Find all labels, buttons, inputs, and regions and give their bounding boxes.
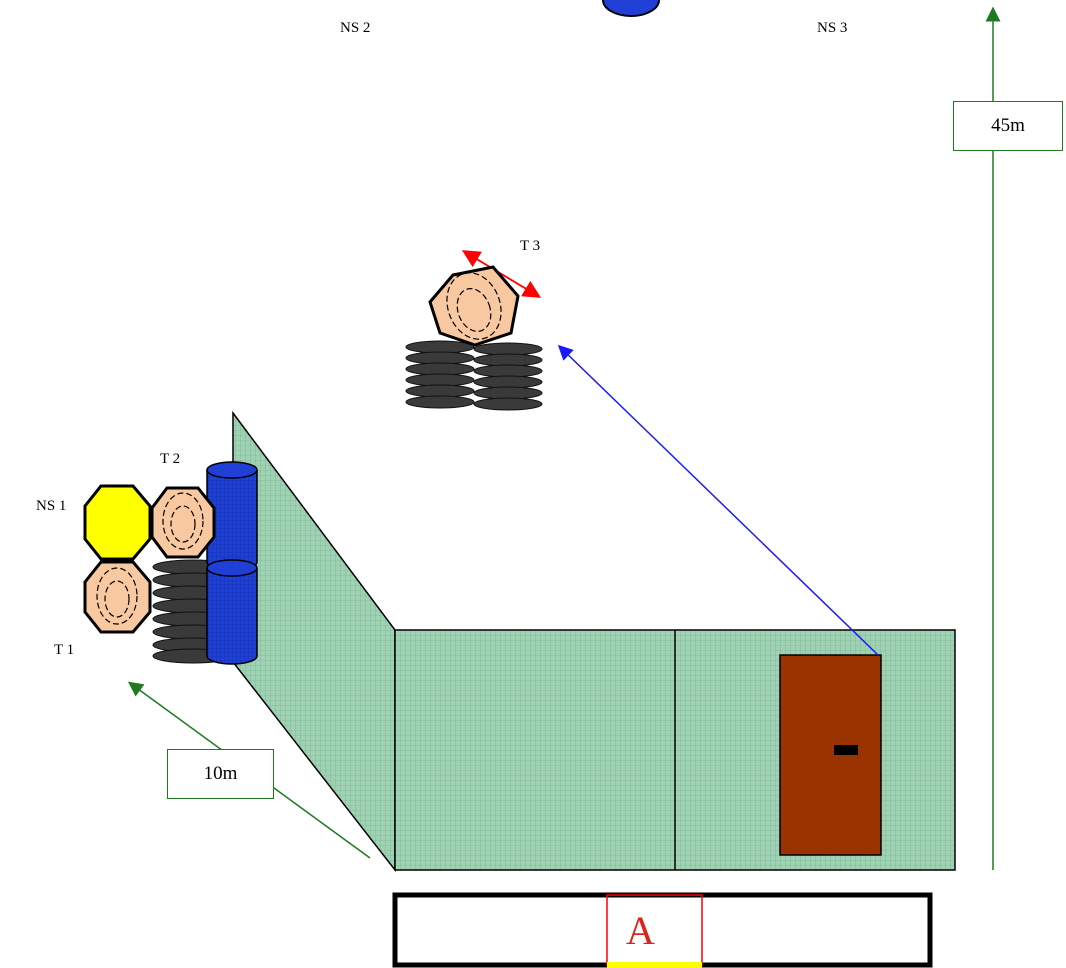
label-ns3: NS 3 [817, 20, 848, 36]
barrel-icon [206, 461, 258, 571]
distance-label-long: 45m [953, 101, 1063, 151]
tire-stack-icon [405, 340, 475, 409]
movement-arrow [557, 344, 879, 656]
shooting-area-box [392, 892, 933, 968]
start-mark [607, 962, 702, 968]
mover-arrow [461, 250, 542, 298]
octagon-target-icon [150, 486, 216, 559]
octagon-no-shoot-icon [83, 484, 152, 561]
distance-label-short: 10m [167, 749, 274, 799]
label-t2: T 2 [160, 451, 181, 467]
label-t1: T 1 [54, 642, 75, 658]
octagon-target-icon [83, 560, 152, 634]
door-icon [779, 654, 882, 856]
area-letter: A [626, 908, 655, 953]
tire-stack-icon [473, 342, 543, 411]
label-t3: T 3 [520, 238, 541, 254]
label-ns2: NS 2 [340, 20, 371, 36]
octagon-target-icon [428, 265, 520, 347]
barrel-icon [602, 0, 660, 17]
barrel-icon [206, 559, 258, 665]
label-ns1: NS 1 [36, 498, 67, 514]
